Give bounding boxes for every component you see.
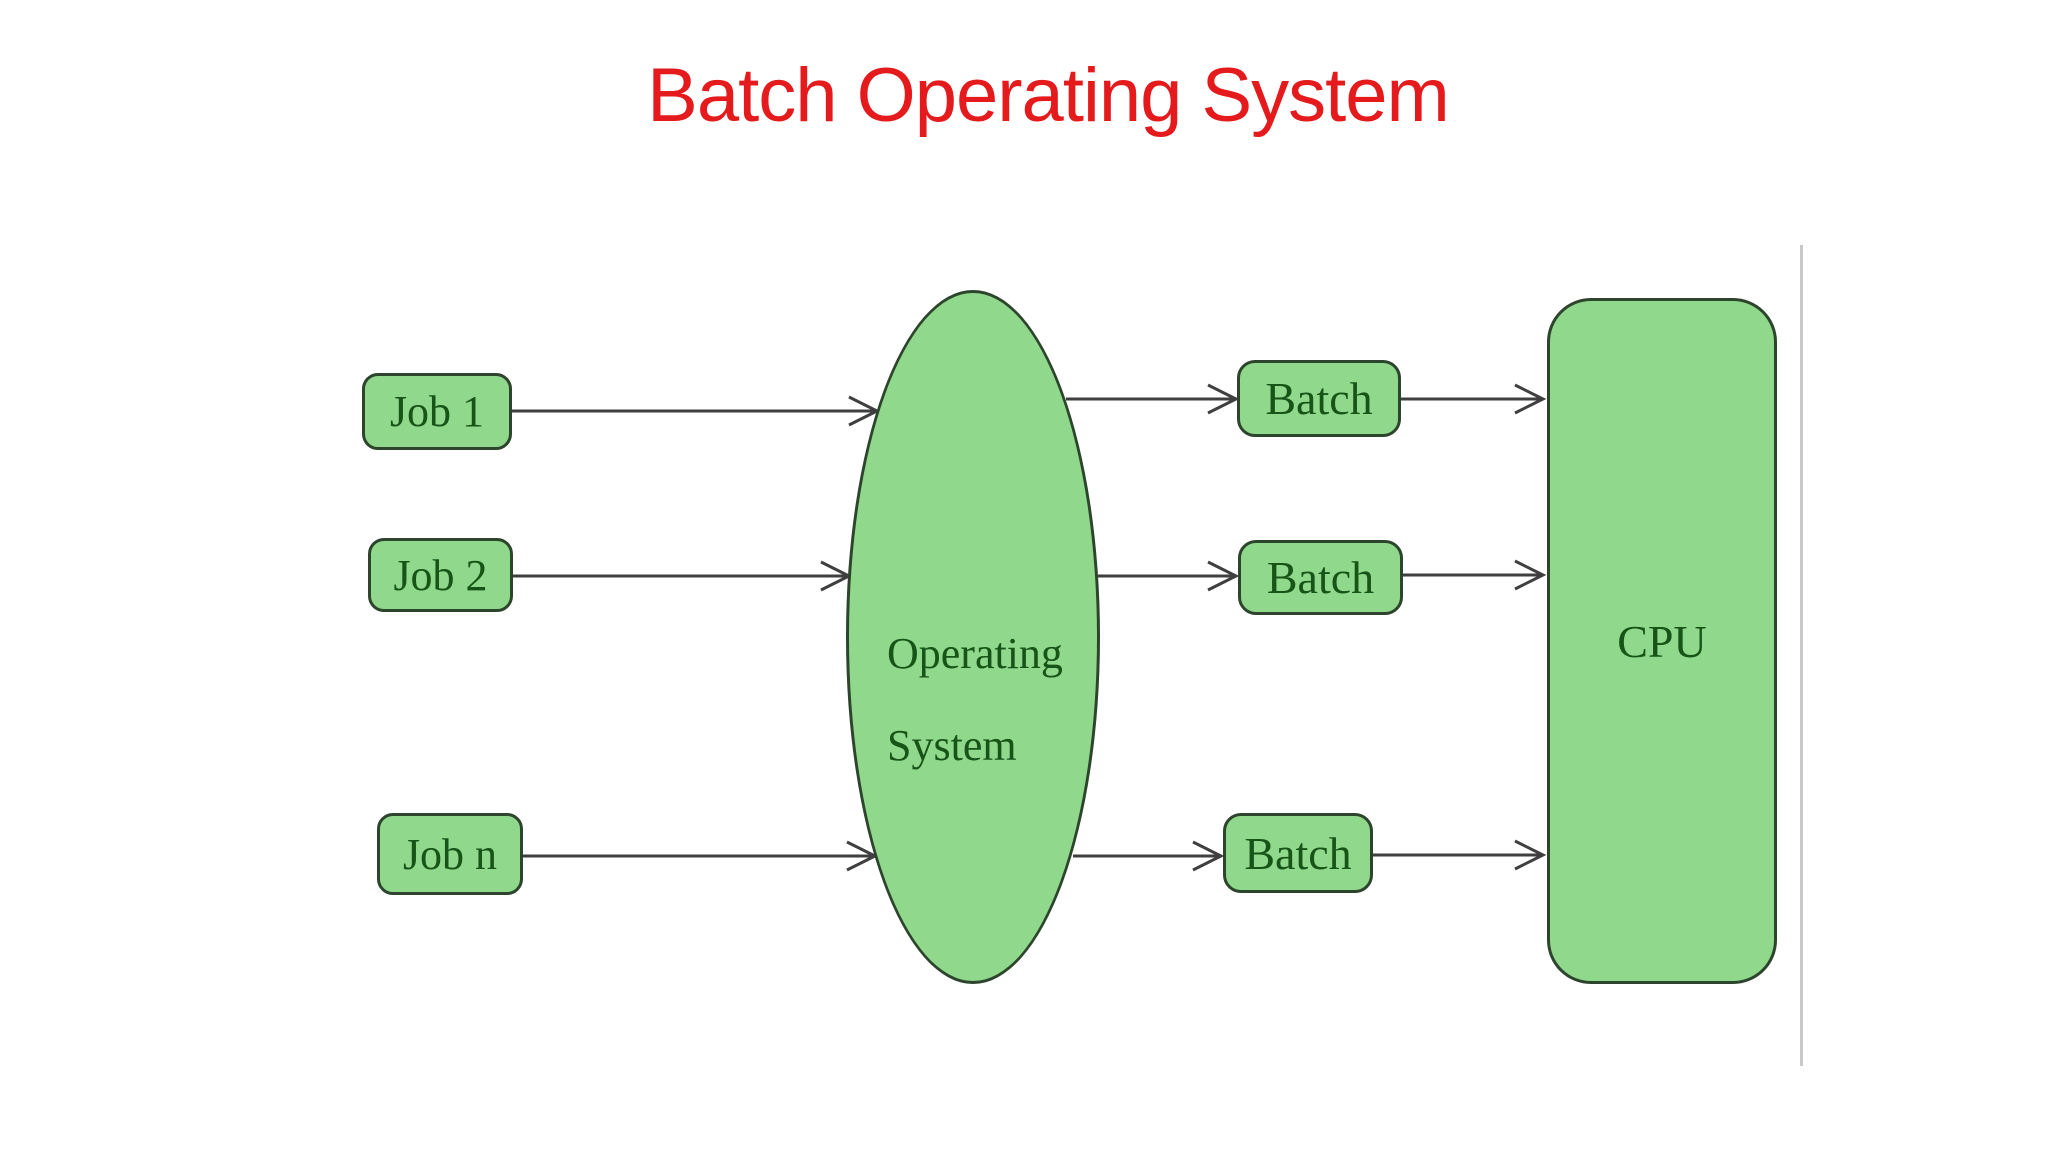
batch-2-label: Batch (1266, 552, 1375, 603)
cpu-label: CPU (1617, 615, 1707, 667)
operating-system-label-line1: Operating (887, 629, 1063, 678)
job-2-node: Job 2 (368, 538, 513, 612)
job-2-label: Job 2 (393, 550, 488, 600)
cpu-node: CPU (1547, 298, 1777, 984)
operating-system-node: Operating System (846, 290, 1100, 984)
operating-system-label: Operating System (887, 585, 1063, 815)
batch-2-node: Batch (1238, 540, 1403, 615)
diagram-title: Batch Operating System (647, 53, 1450, 138)
operating-system-label-line2: System (887, 721, 1017, 770)
vertical-divider-line (1800, 245, 1803, 1066)
job-1-label: Job 1 (389, 387, 485, 436)
batch-1-label: Batch (1265, 373, 1373, 424)
job-1-node: Job 1 (362, 373, 512, 450)
job-n-label: Job n (402, 829, 498, 879)
batch-1-node: Batch (1237, 360, 1401, 437)
batch-3-label: Batch (1244, 827, 1352, 879)
job-n-node: Job n (377, 813, 523, 895)
batch-3-node: Batch (1223, 813, 1373, 893)
